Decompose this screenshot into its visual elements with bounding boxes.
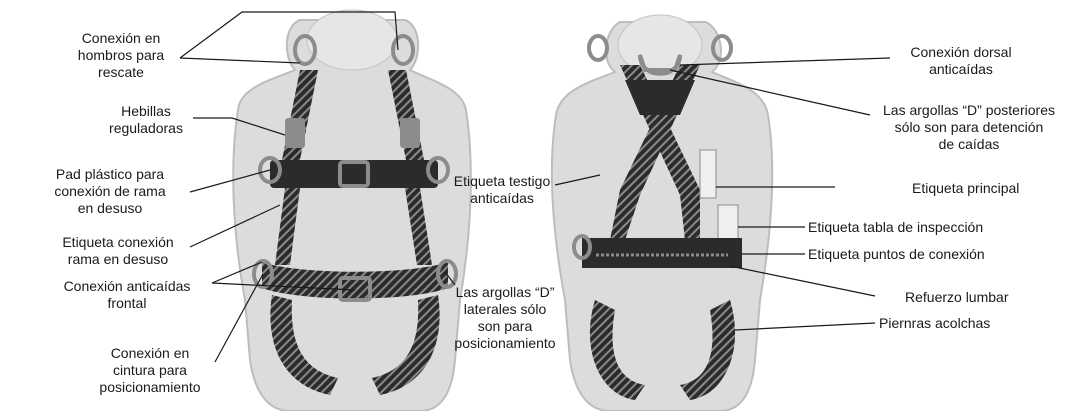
label-plastic-pad: Pad plástico para conexión de rama en de… bbox=[30, 166, 190, 217]
label-line: posicionamiento bbox=[85, 379, 215, 396]
label-line: posicionamiento bbox=[440, 335, 570, 352]
label-line: Conexión en bbox=[60, 30, 182, 47]
label-line: Etiqueta testigo bbox=[448, 173, 556, 190]
label-line: rescate bbox=[60, 64, 182, 81]
label-line: laterales sólo bbox=[440, 301, 570, 318]
label-line: Conexión dorsal bbox=[890, 44, 1032, 61]
label-line: cintura para bbox=[85, 362, 215, 379]
label-lumbar-reinforcement: Refuerzo lumbar bbox=[905, 289, 1009, 306]
label-line: Las argollas “D” bbox=[440, 284, 570, 301]
label-line: son para bbox=[440, 318, 570, 335]
leader-shoulder-rescue-right bbox=[180, 58, 300, 63]
label-line: Las argollas “D” posteriores bbox=[866, 102, 1072, 119]
front-chest-belt bbox=[270, 160, 438, 188]
label-line: sólo son para detención bbox=[866, 119, 1072, 136]
label-line: de caídas bbox=[866, 136, 1072, 153]
label-line: anticaídas bbox=[448, 190, 556, 207]
label-adjust-buckles: Hebillas reguladoras bbox=[100, 103, 192, 137]
label-line: Conexión anticaídas bbox=[42, 278, 212, 295]
label-line: Conexión en bbox=[85, 345, 215, 362]
label-frontal-fall-arrest: Conexión anticaídas frontal bbox=[42, 278, 212, 312]
label-unused-branch-tag: Etiqueta conexión rama en desuso bbox=[48, 234, 188, 268]
front-neck bbox=[307, 10, 397, 70]
label-inspection-tag: Etiqueta tabla de inspección bbox=[808, 219, 983, 236]
label-main-tag: Etiqueta principal bbox=[912, 180, 1019, 197]
label-padded-leg-straps: Piernras acolchas bbox=[879, 315, 990, 332]
label-line: Etiqueta principal bbox=[912, 180, 1019, 197]
back-main-tag bbox=[700, 150, 716, 198]
label-dorsal-connection: Conexión dorsal anticaídas bbox=[890, 44, 1032, 78]
label-line: Etiqueta conexión bbox=[48, 234, 188, 251]
front-left-buckle bbox=[285, 118, 305, 148]
label-line: Pad plástico para bbox=[30, 166, 190, 183]
label-shoulder-rescue: Conexión en hombros para rescate bbox=[60, 30, 182, 81]
label-line: en desuso bbox=[30, 200, 190, 217]
front-right-buckle bbox=[400, 118, 420, 148]
label-line: conexión de rama bbox=[30, 183, 190, 200]
label-line: reguladoras bbox=[100, 120, 192, 137]
back-mannequin bbox=[552, 15, 772, 411]
label-line: anticaídas bbox=[890, 61, 1032, 78]
label-line: Hebillas bbox=[100, 103, 192, 120]
back-left-shoulder-ring bbox=[589, 36, 607, 60]
label-line: Refuerzo lumbar bbox=[905, 289, 1009, 306]
label-line: Etiqueta puntos de conexión bbox=[808, 246, 985, 263]
label-line: Piernras acolchas bbox=[879, 315, 990, 332]
label-side-d-rings: Las argollas “D” laterales sólo son para… bbox=[440, 284, 570, 352]
label-waist-positioning: Conexión en cintura para posicionamiento bbox=[85, 345, 215, 396]
label-line: Etiqueta tabla de inspección bbox=[808, 219, 983, 236]
label-fall-indicator-tag: Etiqueta testigo anticaídas bbox=[448, 173, 556, 207]
label-line: frontal bbox=[42, 295, 212, 312]
front-torso bbox=[233, 20, 471, 411]
label-rear-d-rings: Las argollas “D” posteriores sólo son pa… bbox=[866, 102, 1072, 153]
label-line: hombros para bbox=[60, 47, 182, 64]
label-line: rama en desuso bbox=[48, 251, 188, 268]
back-lumbar-belt bbox=[582, 238, 742, 268]
label-connection-points-tag: Etiqueta puntos de conexión bbox=[808, 246, 985, 263]
